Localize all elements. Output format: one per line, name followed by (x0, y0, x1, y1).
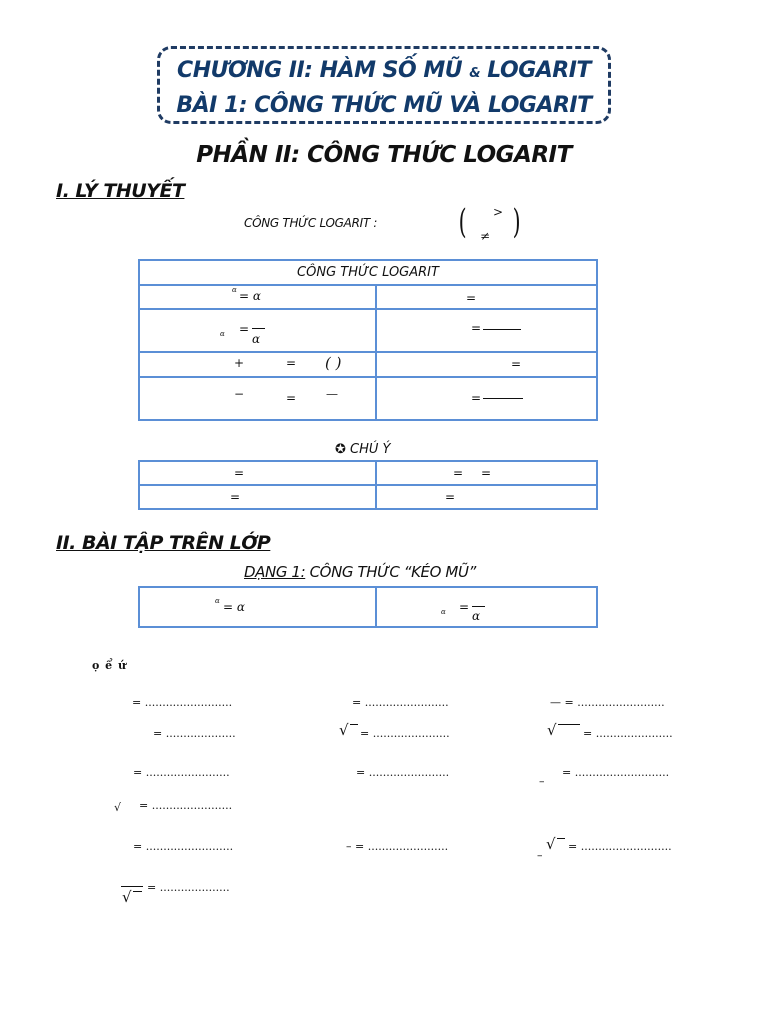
exercise-3: — = ......................... (550, 696, 665, 709)
exercise-8: = ....................... (356, 766, 450, 779)
sqrt-bar-1 (350, 724, 358, 725)
sqrt-bar-4 (557, 838, 565, 839)
keo-mu-frac-line (472, 606, 485, 607)
left-paren: ( (458, 202, 467, 242)
minus-sign-1: – (539, 775, 545, 788)
keo-mu-left-formula: = α (223, 600, 245, 614)
table-header: CÔNG THỨC LOGARIT (137, 259, 599, 286)
right-paren: ) (512, 202, 521, 242)
section2-heading: II. BÀI TẬP TRÊN LỚP (56, 532, 271, 554)
sqrt-bar-5 (133, 891, 142, 892)
minus-sign-2: – (537, 849, 543, 862)
sqrt-icon-2: √ (547, 721, 557, 739)
exercise-7: = ........................ (133, 766, 230, 779)
keo-mu-table: α = α α = α (138, 586, 598, 628)
table-header-text: CÔNG THỨC LOGARIT (297, 265, 439, 280)
part-title: PHẦN II: CÔNG THỨC LOGARIT (196, 142, 572, 168)
r4-eq: = (286, 391, 297, 405)
exercise-10: = ....................... (139, 799, 233, 812)
chapter-title-box: CHƯƠNG II: HÀM SỐ MŨ & LOGARIT BÀI 1: CÔ… (157, 46, 611, 124)
note-r1-left: = (138, 460, 377, 486)
r1-right-formula: = (466, 291, 477, 305)
r2-den: α (252, 332, 261, 346)
r2-eq: = (239, 322, 250, 336)
dang1-heading: DẠNG 1: CÔNG THỨC “KÉO MŨ” (244, 563, 476, 581)
row4-right: = (374, 376, 599, 421)
exercise-9: = ........................... (562, 766, 670, 779)
keo-mu-right: α = α (375, 586, 598, 628)
exercise-1: = ......................... (132, 696, 233, 709)
lesson-title: BÀI 1: CÔNG THỨC MŨ VÀ LOGARIT (176, 93, 592, 118)
r4-right-eq: = (471, 391, 482, 405)
ampersand: & (469, 66, 481, 81)
r4-right-frac (483, 398, 523, 399)
row1-left: α = α (138, 284, 377, 310)
row2-right: = (374, 308, 599, 353)
chapter-title-line1: CHƯƠNG II: HÀM SỐ MŨ & LOGARIT (160, 55, 608, 90)
keo-mu-left: α = α (138, 586, 377, 628)
note-r2-right-eq: = (445, 490, 456, 504)
r3-paren: ( ) (325, 354, 342, 372)
exercise-11: = ......................... (133, 840, 234, 853)
note-r2-left: = (138, 484, 377, 510)
note-r2-left-eq: = (230, 490, 241, 504)
frac-bar-6 (121, 886, 143, 887)
note-r1-right-eq-b: = (481, 466, 492, 480)
row2-left: α = α (138, 308, 377, 353)
sqrt-icon-1: √ (339, 721, 349, 739)
exercise-instruction: ọ ể ứ (92, 659, 127, 672)
note-r2-right: = (375, 484, 598, 510)
dang1-label: DẠNG 1: (244, 563, 306, 581)
exercise-4: = .................... (153, 727, 236, 740)
sqrt-icon-4: √ (546, 835, 556, 853)
keo-mu-sub: α (441, 608, 446, 616)
r1-left-formula: = α (239, 289, 261, 303)
cond-gt: > (493, 205, 504, 219)
row3-right: = (374, 351, 599, 378)
note-r1-right-eq-a: = (453, 466, 464, 480)
note-title: CHÚ Ý (350, 442, 391, 457)
exercise-14: = .................... (147, 881, 230, 894)
cond-ne: ≠ (480, 229, 491, 243)
keo-mu-den: α (472, 609, 481, 623)
note-heading: ✪ CHÚ Ý (335, 442, 391, 457)
keo-mu-sup: α (215, 597, 220, 605)
exercise-2: = ........................ (352, 696, 449, 709)
r4-frac: — (326, 387, 338, 401)
note-r1-left-eq: = (234, 466, 245, 480)
logarit-formula-table: CÔNG THỨC LOGARIT α = α = α = α = + = ( … (137, 259, 599, 421)
r1-sup: α (232, 286, 237, 294)
row3-left: + = ( ) (138, 351, 377, 378)
section1-heading: I. LÝ THUYẾT (56, 180, 185, 202)
r2-right-frac (483, 329, 521, 330)
row1-right: = (374, 284, 599, 310)
formula-label: CÔNG THỨC LOGARIT : (244, 216, 378, 230)
row4-left: − = — (138, 376, 377, 421)
keo-mu-right-eq: = (459, 600, 470, 614)
exercise-6: = ...................... (583, 727, 673, 740)
note-table: = = = = = (138, 460, 598, 510)
note-r1-right: = = (375, 460, 598, 486)
r4-minus: − (234, 387, 245, 401)
exercise-12: – = ....................... (346, 840, 449, 853)
note-star-icon: ✪ (335, 442, 346, 457)
sqrt-bar-2 (558, 724, 580, 725)
r2-right-eq: = (471, 321, 482, 335)
r3-right-eq: = (511, 357, 522, 371)
r2-frac-line (252, 328, 265, 329)
chapter-title-text: CHƯƠNG II: HÀM SỐ MŨ (177, 58, 463, 83)
chapter-title-text-b: LOGARIT (487, 58, 591, 83)
dang1-title: CÔNG THỨC “KÉO MŨ” (305, 563, 477, 581)
r2-sub: α (220, 330, 225, 338)
exercise-5: = ...................... (360, 727, 450, 740)
sqrt-icon-5: √ (122, 888, 132, 906)
r3-plus: + (234, 356, 245, 370)
exercise-13: = .......................... (568, 840, 672, 853)
r3-eq: = (286, 356, 297, 370)
sqrt-icon-3: √ (114, 801, 122, 814)
